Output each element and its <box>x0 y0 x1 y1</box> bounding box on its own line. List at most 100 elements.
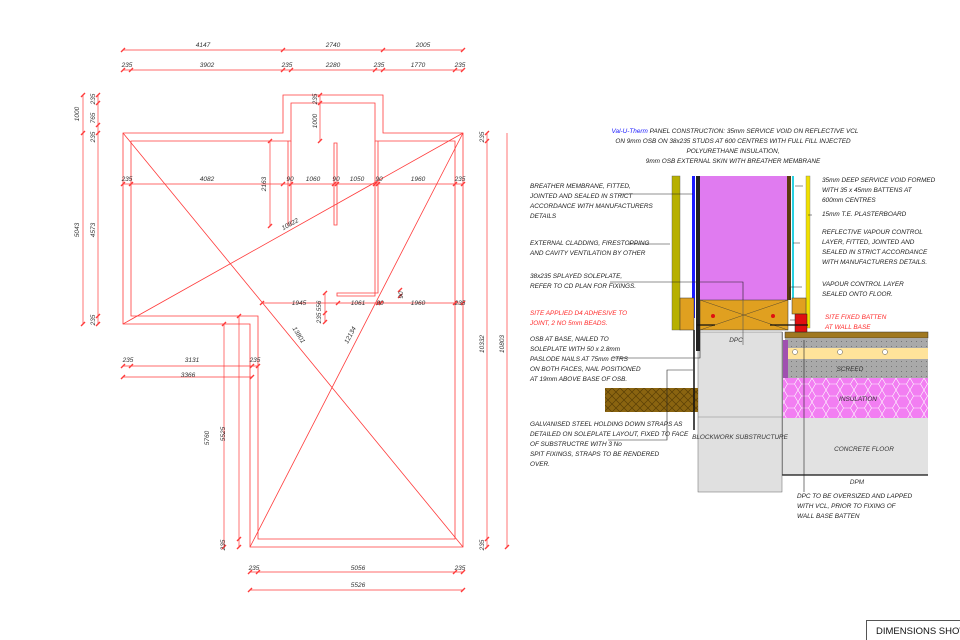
dim-label: 235 <box>121 176 133 183</box>
dim-label: 235 <box>90 93 97 105</box>
wall-base-batten <box>794 313 808 333</box>
dim-label: 235 <box>122 357 134 364</box>
dim-label: 3131 <box>185 357 200 364</box>
title-line: 9mm OSB EXTERNAL SKIN WITH BREATHER MEMB… <box>646 158 821 165</box>
dim-label: 5056 <box>351 565 366 572</box>
dim-label: 235 <box>479 131 486 143</box>
dim-label: 1945 <box>292 300 307 307</box>
dim-label: 10803 <box>499 335 506 353</box>
detail-title: Val-U-Therm PANEL CONSTRUCTION: 35mm SER… <box>612 128 859 165</box>
dim-label: 5760 <box>204 430 211 445</box>
note-breather: BREATHER MEMBRANE, FITTED,JOINTED AND SE… <box>529 183 653 220</box>
dimension-lines <box>80 47 510 593</box>
dim-label: 90 <box>286 176 294 183</box>
pipe-layer <box>787 348 928 359</box>
dim-label: 235 <box>316 312 323 324</box>
dim-label: 4082 <box>200 176 215 183</box>
dim-label: 90 <box>375 176 383 183</box>
dpc-label: DPC <box>729 337 743 344</box>
panel-insulation <box>700 176 788 300</box>
inner-wall-outline <box>130 102 456 540</box>
concrete-label: CONCRETE FLOOR <box>834 446 894 453</box>
breather-membrane <box>692 176 695 318</box>
dim-label: 4573 <box>90 222 97 237</box>
dim-label: 1960 <box>411 176 426 183</box>
edge-insulation <box>783 340 788 378</box>
dim-label: 235 <box>248 565 260 572</box>
floor-layer <box>785 338 928 348</box>
dim-label: 235 <box>454 176 466 183</box>
dim-label: 2163 <box>261 176 268 192</box>
dim-label: 3902 <box>200 62 215 69</box>
diagonal-lines <box>122 132 464 548</box>
dimensions-note-box: DIMENSIONS SHOWN <box>866 620 960 640</box>
plasterboard <box>805 175 811 329</box>
dim-label: 2280 <box>325 62 341 69</box>
dim-label: 235 <box>249 357 261 364</box>
dim-label: 10332 <box>479 335 486 353</box>
external-cladding <box>671 175 681 331</box>
insulation-label: INSULATION <box>839 396 877 403</box>
dimension-labels: 4147 2740 2005 235 3902 235 2280 235 177… <box>74 42 506 589</box>
dpm-label: DPM <box>850 479 865 486</box>
vcl <box>792 176 794 300</box>
blockwork <box>697 331 783 493</box>
dim-label: 90 <box>398 291 405 299</box>
dim-label: 235 <box>454 62 466 69</box>
leader-lines <box>608 185 812 492</box>
dim-label: 235 <box>121 62 133 69</box>
dim-label: 1770 <box>411 62 426 69</box>
dim-label: 235 <box>312 93 319 105</box>
title-line: Val-U-Therm PANEL CONSTRUCTION: 35mm SER… <box>612 128 859 135</box>
insulation-layer <box>783 378 928 418</box>
dim-label: 765 <box>90 112 97 123</box>
concrete-floor <box>783 418 928 475</box>
dim-label: 235 <box>281 62 293 69</box>
dim-label: 4147 <box>196 42 211 49</box>
title-line: ON 9mm OSB ON 38x235 STUDS AT 600 CENTRE… <box>615 138 851 145</box>
note-plasterboard: 15mm T.E. PLASTERBOARD <box>822 211 907 218</box>
dim-label: 1960 <box>411 300 426 307</box>
dim-label: 5525 <box>220 426 227 441</box>
dim-label: 235 <box>479 539 486 551</box>
dim-label: 235 <box>454 300 466 307</box>
title-line: POLYURETHANE INSULATION, <box>686 148 779 155</box>
ground-hatch <box>605 388 698 412</box>
external-osb <box>696 176 700 351</box>
floor-boards <box>784 331 929 339</box>
dim-label: 2005 <box>415 42 431 49</box>
dim-label: 235 <box>220 539 227 551</box>
screed-label: SCREED <box>837 366 864 373</box>
dim-label: 90 <box>332 176 340 183</box>
dim-label: 1000 <box>312 113 319 128</box>
dim-label: 235 <box>454 565 466 572</box>
dim-label: 235 <box>90 314 97 326</box>
blockwork-label: BLOCKWORK SUBSTRUCTURE <box>692 434 789 441</box>
dim-label: 5526 <box>351 582 366 589</box>
left-annotations: BREATHER MEMBRANE, FITTED,JOINTED AND SE… <box>529 183 689 468</box>
screed-layer <box>787 359 928 378</box>
brand-name: Val-U-Therm <box>612 128 649 135</box>
internal-osb <box>787 176 791 300</box>
dimensions-note: DIMENSIONS SHOWN <box>876 626 960 637</box>
dim-label: 1061 <box>351 300 366 307</box>
dim-label: 3366 <box>181 372 196 379</box>
dim-label: 1000 <box>74 106 81 121</box>
dim-label: 235 <box>373 62 385 69</box>
dim-label: 1060 <box>306 176 321 183</box>
dim-label: 90 <box>376 300 384 307</box>
note-soleplate: 38x235 SPLAYED SOLEPLATE,REFER TO CD PLA… <box>530 273 636 290</box>
